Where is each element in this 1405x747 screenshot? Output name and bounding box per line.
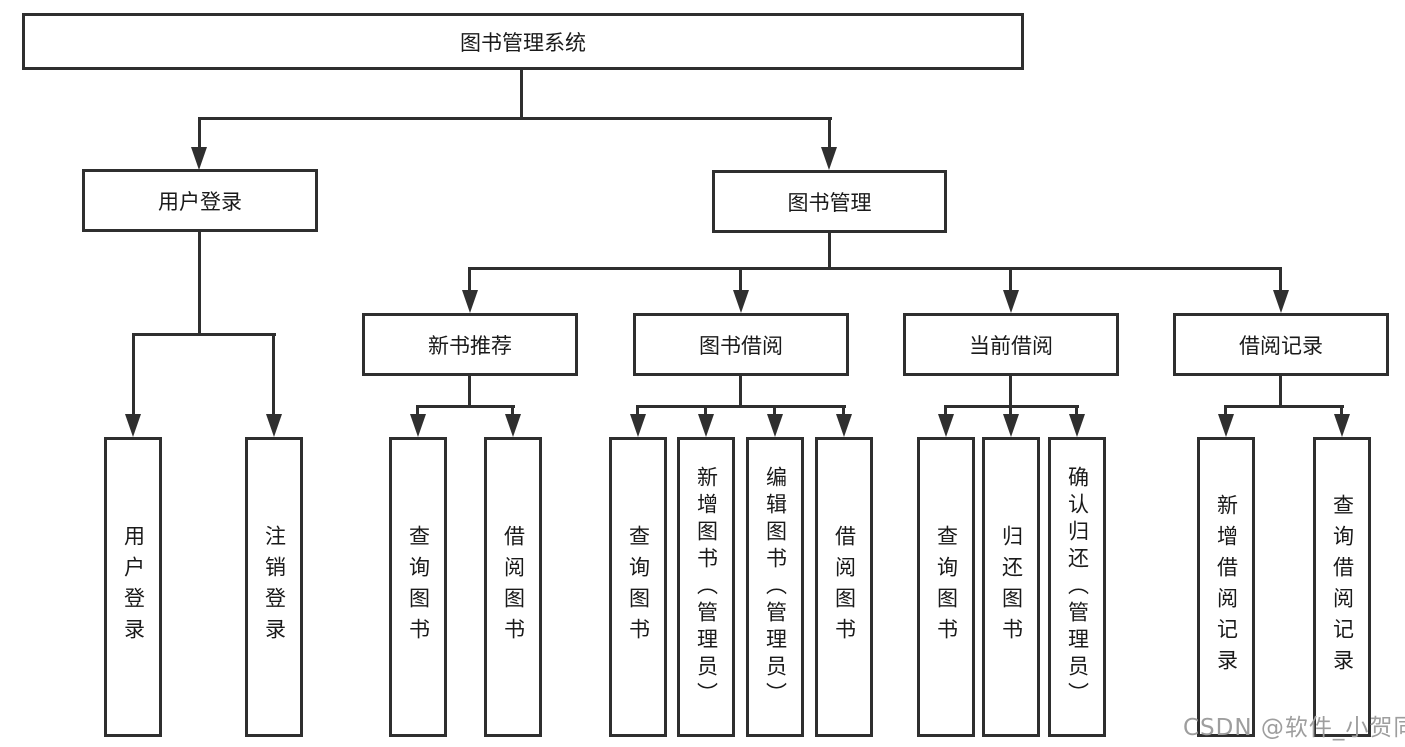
connector-line (828, 117, 831, 149)
arrow-down-icon (1334, 414, 1350, 437)
connector-line (468, 267, 1282, 270)
arrow-down-icon (125, 414, 141, 437)
leaf-return-book: 归还图书 (982, 437, 1040, 737)
connector-line (704, 405, 707, 415)
connector-line (842, 405, 845, 415)
node-book-management: 图书管理 (712, 170, 947, 233)
leaf-add-book-admin: 新增图书（管理员） (677, 437, 735, 737)
leaf-add-borrow-record: 新增借阅记录 (1197, 437, 1255, 737)
leaf-borrow-books-1: 借阅图书 (484, 437, 542, 737)
connector-line (1009, 376, 1012, 407)
connector-line (520, 70, 523, 119)
arrow-down-icon (836, 414, 852, 437)
arrow-down-icon (266, 414, 282, 437)
connector-line (1224, 405, 1227, 415)
node-current-borrow: 当前借阅 (903, 313, 1119, 376)
connector-line (1340, 405, 1343, 415)
node-user-login: 用户登录 (82, 169, 318, 232)
watermark: CSDN @软件_小贺同学 (1183, 715, 1405, 741)
connector-line (198, 117, 832, 120)
leaf-confirm-return-admin: 确认归还（管理员） (1048, 437, 1106, 737)
connector-line (1279, 376, 1282, 407)
arrow-down-icon (1273, 290, 1289, 313)
connector-line (1075, 405, 1078, 415)
arrow-down-icon (733, 290, 749, 313)
arrow-down-icon (462, 290, 478, 313)
node-book-borrow: 图书借阅 (633, 313, 849, 376)
leaf-query-books-3: 查询图书 (917, 437, 975, 737)
connector-line (1279, 267, 1282, 292)
arrow-down-icon (767, 414, 783, 437)
node-borrow-records: 借阅记录 (1173, 313, 1389, 376)
node-root: 图书管理系统 (22, 13, 1024, 70)
connector-line (511, 405, 514, 415)
leaf-borrow-books-2: 借阅图书 (815, 437, 873, 737)
connector-line (739, 376, 742, 407)
connector-line (637, 405, 846, 408)
arrow-down-icon (630, 414, 646, 437)
leaf-logout-login: 注销登录 (245, 437, 303, 737)
connector-line (198, 117, 201, 149)
connector-line (1009, 267, 1012, 292)
arrow-down-icon (1003, 290, 1019, 313)
arrow-down-icon (505, 414, 521, 437)
arrow-down-icon (698, 414, 714, 437)
connector-line (416, 405, 419, 415)
arrow-down-icon (1069, 414, 1085, 437)
connector-line (132, 333, 276, 336)
leaf-user-login: 用户登录 (104, 437, 162, 737)
node-new-book-recommend: 新书推荐 (362, 313, 578, 376)
connector-line (828, 233, 831, 269)
connector-line (773, 405, 776, 415)
connector-line (417, 405, 515, 408)
connector-line (636, 405, 639, 415)
leaf-query-borrow-record: 查询借阅记录 (1313, 437, 1371, 737)
arrow-down-icon (1003, 414, 1019, 437)
leaf-edit-book-admin: 编辑图书（管理员） (746, 437, 804, 737)
arrow-down-icon (821, 147, 837, 170)
connector-line (1224, 405, 1344, 408)
leaf-query-books-2: 查询图书 (609, 437, 667, 737)
connector-line (739, 267, 742, 292)
connector-line (468, 376, 471, 407)
connector-line (1009, 405, 1012, 415)
connector-line (132, 333, 135, 416)
connector-line (198, 232, 201, 335)
arrow-down-icon (938, 414, 954, 437)
connector-line (468, 267, 471, 292)
arrow-down-icon (1218, 414, 1234, 437)
arrow-down-icon (191, 147, 207, 170)
leaf-query-books-1: 查询图书 (389, 437, 447, 737)
connector-line (944, 405, 947, 415)
arrow-down-icon (410, 414, 426, 437)
connector-line (272, 333, 275, 416)
